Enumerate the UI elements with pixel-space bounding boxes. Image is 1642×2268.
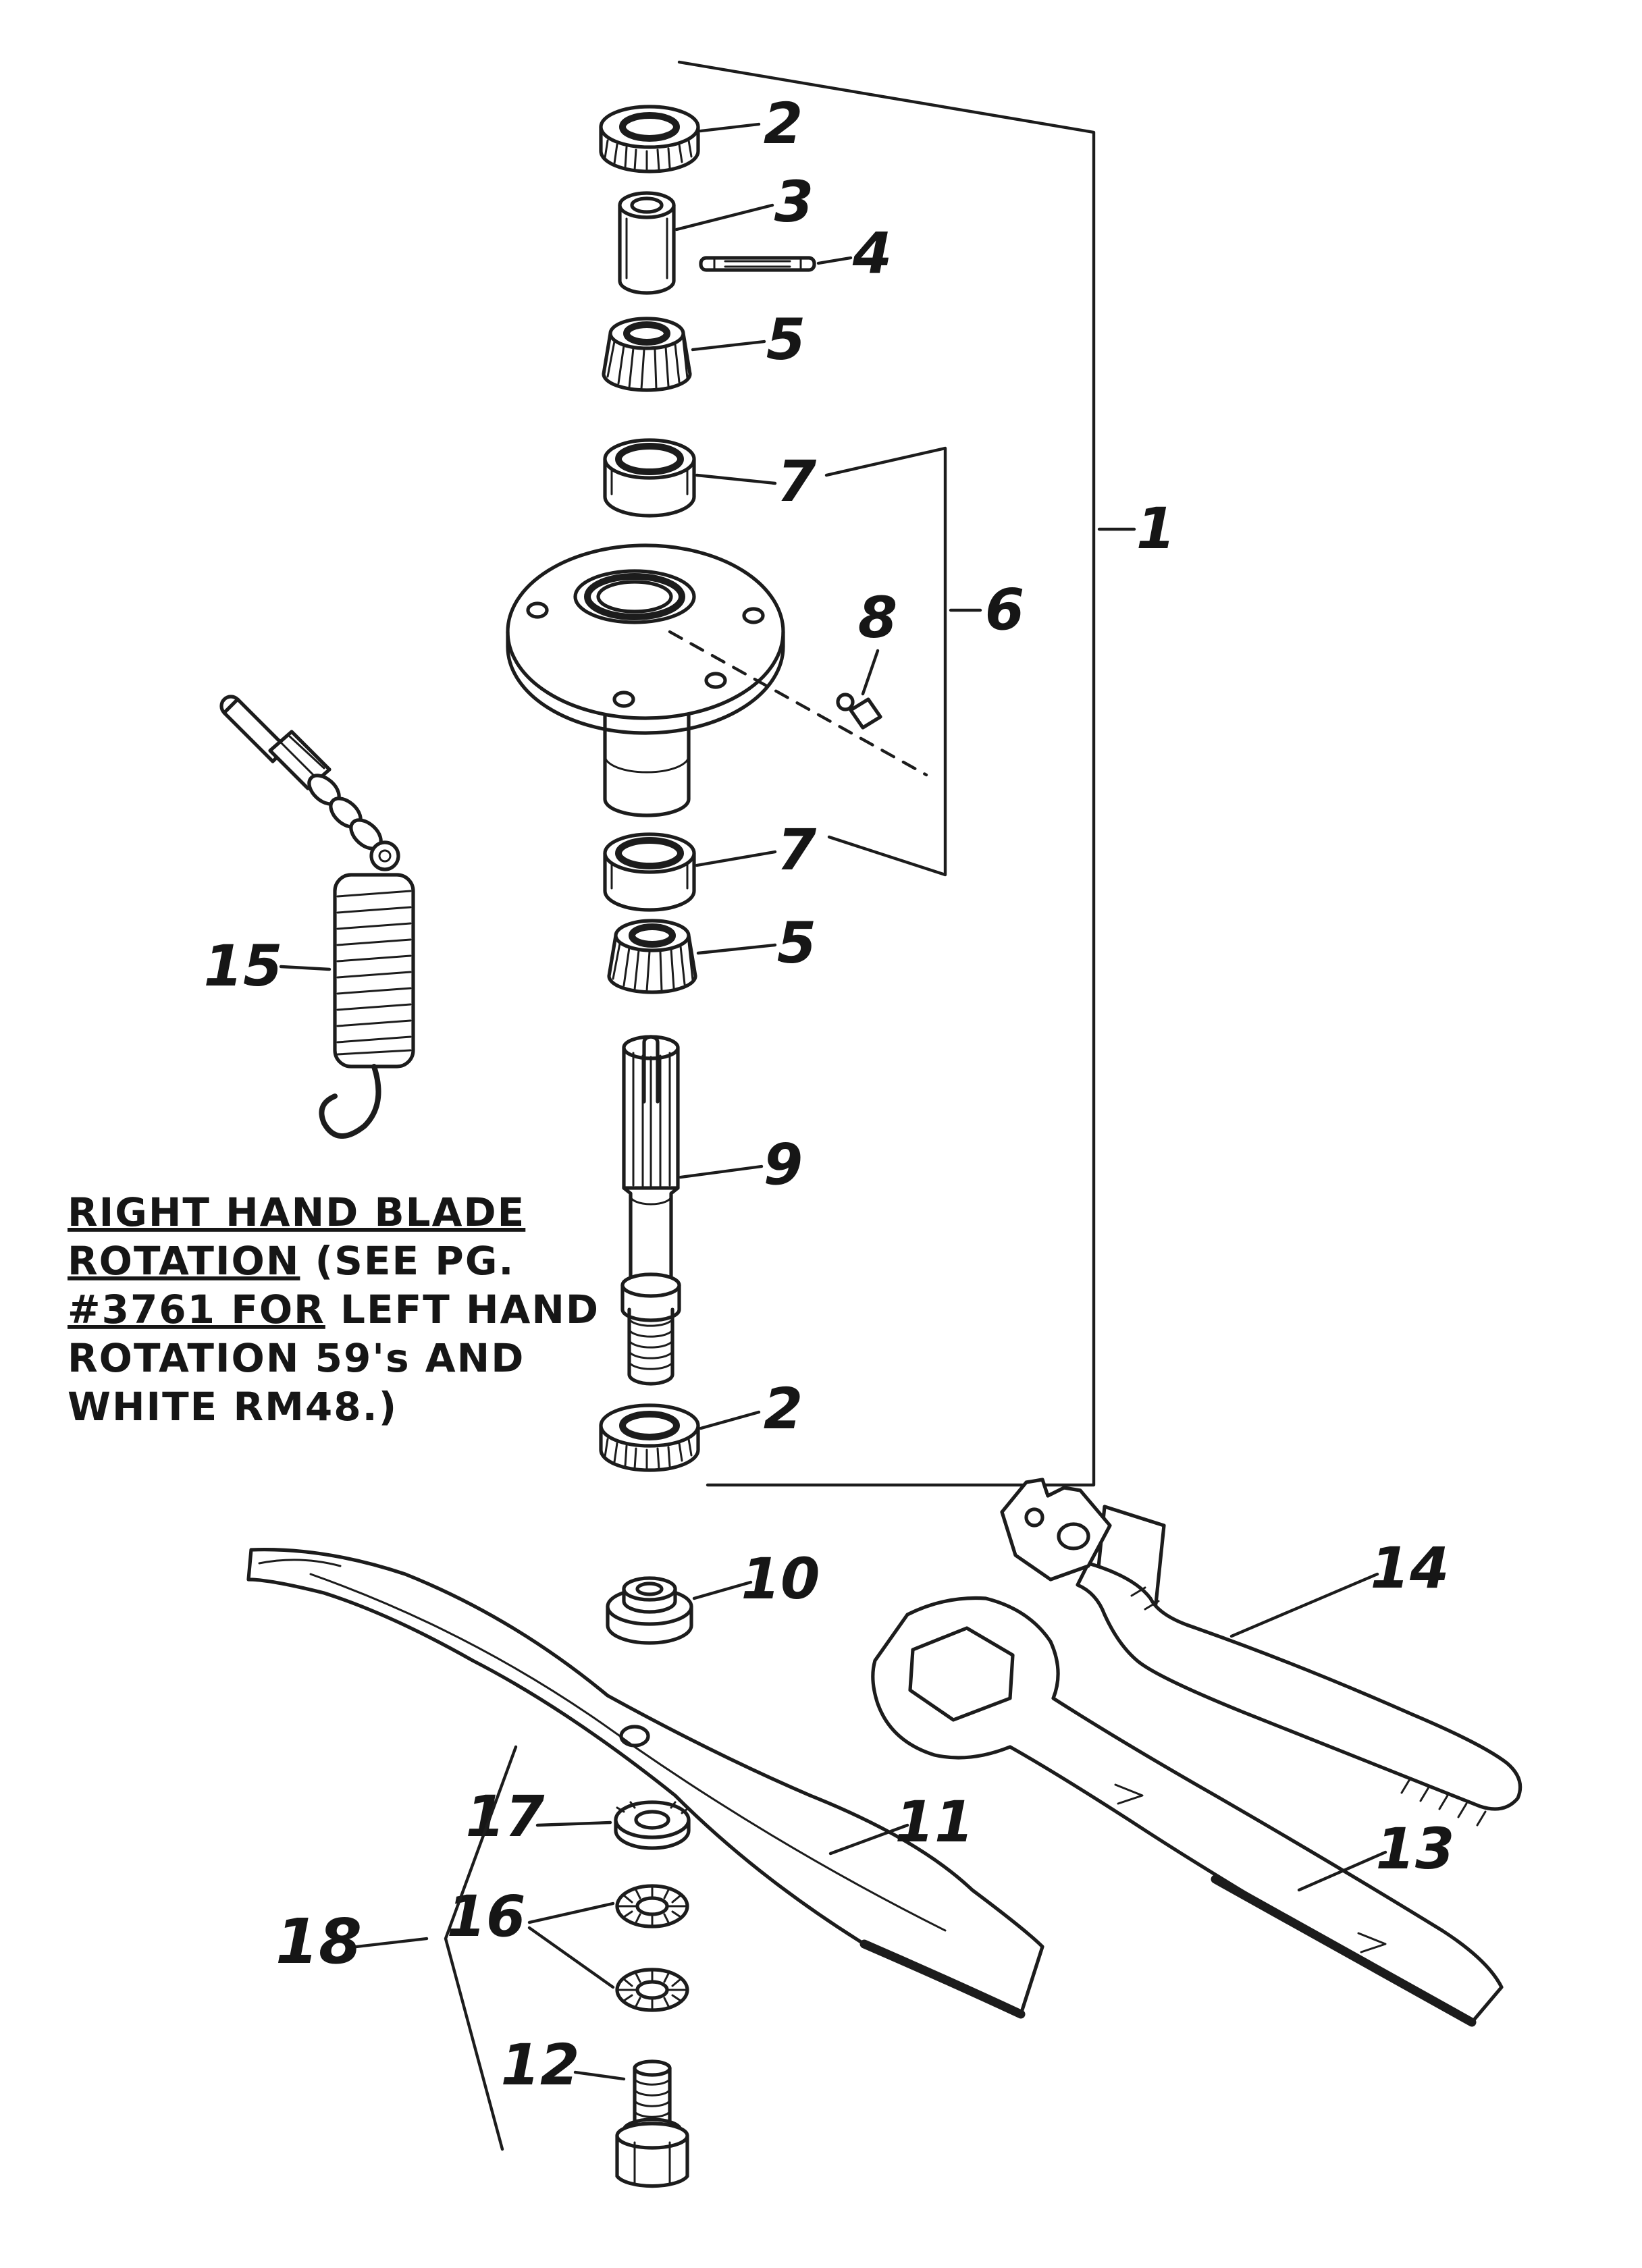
leader-part-14 [1229, 1572, 1379, 1638]
part-bearing-lower [607, 919, 697, 994]
callout-part-7-lower: 7 [777, 817, 817, 883]
leader-part-2-bottom [699, 1410, 761, 1430]
assembly-bracket-1 [677, 60, 1136, 1487]
leader-part-12 [573, 2070, 626, 2081]
leader-part-9 [679, 1164, 764, 1179]
note-line-2: ROTATION (SEE PG. [68, 1238, 514, 1284]
callout-part-6: 6 [985, 576, 1024, 643]
note-line-4: ROTATION 59's AND [68, 1335, 525, 1381]
leader-part-16 [527, 1901, 615, 1989]
part-locknut-lower [599, 1403, 700, 1472]
leader-part-15 [279, 965, 332, 971]
note-line-3: #3761 FOR LEFT HAND [68, 1287, 600, 1332]
grease-axis-dashed-line [668, 630, 928, 777]
part-flat-washer [614, 1800, 691, 1850]
part-blade-hex-center [871, 1596, 1504, 2027]
part-blade-right-hand [246, 1548, 1044, 2019]
part-bearing-upper [602, 317, 692, 392]
callout-part-10: 10 [741, 1546, 820, 1612]
leader-part-17 [535, 1820, 612, 1827]
callout-part-12: 12 [501, 2032, 580, 2098]
callout-part-1: 1 [1136, 495, 1175, 562]
callout-part-5-lower: 5 [777, 910, 816, 976]
part-lock-washer-upper [615, 1884, 689, 1928]
callout-part-17: 17 [466, 1783, 545, 1850]
part-grease-fitting [836, 693, 882, 730]
part-blade-bushing [606, 1576, 693, 1645]
part-lock-washer-lower [615, 1968, 689, 2012]
part-locknut-upper [599, 105, 700, 173]
callout-part-5-upper: 5 [766, 306, 805, 373]
part-blade-bolt [615, 2059, 689, 2188]
leader-part-5-upper [691, 340, 766, 352]
part-lift-bracket-arm [1000, 1478, 1522, 1827]
leader-part-11 [828, 1823, 909, 1856]
callout-part-4: 4 [852, 220, 892, 286]
leader-part-4 [816, 256, 853, 265]
callout-part-2-bottom: 2 [764, 1376, 803, 1442]
leader-part-8 [861, 649, 880, 696]
part-bearing-cup-upper [603, 438, 696, 518]
leader-part-7-lower [695, 850, 777, 867]
callout-part-7-upper: 7 [777, 448, 817, 514]
callout-part-16: 16 [447, 1883, 526, 1949]
part-spacer-sleeve [618, 191, 676, 295]
callout-part-15: 15 [204, 933, 283, 999]
part-roll-pin [699, 256, 816, 272]
callout-part-14: 14 [1371, 1535, 1450, 1601]
part-bearing-cup-lower [603, 832, 696, 912]
callout-part-11: 11 [895, 1789, 974, 1855]
callout-part-8: 8 [858, 585, 897, 651]
leader-part-10 [692, 1580, 753, 1600]
leader-part-5-lower [696, 943, 777, 955]
leader-part-13 [1297, 1850, 1387, 1892]
leader-part-2-upper [699, 122, 761, 133]
assembly-bracket-6 [824, 446, 982, 877]
callout-part-18: 18 [275, 1906, 362, 1978]
assembly-bracket-18 [354, 1745, 518, 2151]
part-spindle-shaft [620, 1035, 681, 1386]
rotation-note: RIGHT HAND BLADE ROTATION (SEE PG. #3761… [68, 1189, 600, 1430]
part-spindle-hub [506, 543, 785, 817]
callout-part-13: 13 [1376, 1816, 1455, 1882]
leader-part-7-upper [695, 473, 777, 485]
callout-part-2-upper: 2 [764, 90, 803, 157]
callout-part-9: 9 [764, 1131, 803, 1197]
leader-part-3 [674, 203, 774, 232]
note-line-1: RIGHT HAND BLADE [68, 1189, 525, 1235]
part-lift-spring [219, 695, 415, 1139]
note-line-5: WHITE RM48.) [68, 1384, 398, 1430]
callout-part-3: 3 [774, 169, 814, 235]
